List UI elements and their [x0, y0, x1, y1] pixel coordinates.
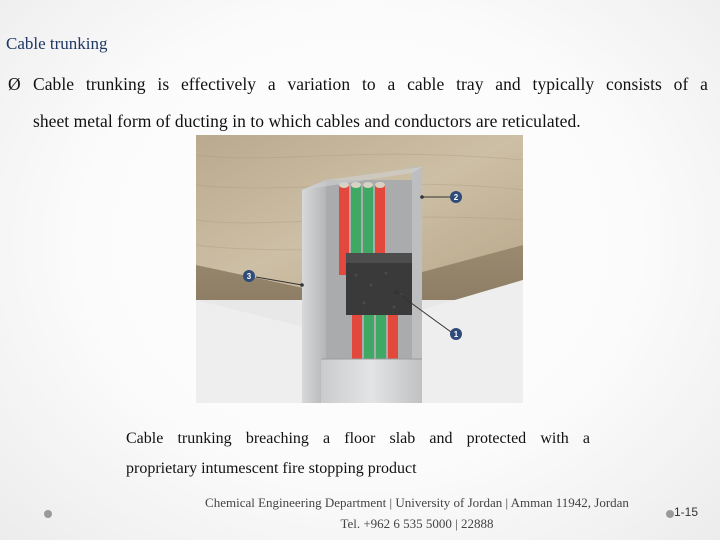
footer-dot-right-icon — [666, 510, 674, 518]
bullet-text-line-2: sheet metal form of ducting in to which … — [33, 111, 581, 131]
page-number: 1-15 — [674, 505, 699, 519]
slide-title: Cable trunking — [6, 34, 108, 53]
cable-trunking-figure: 2 3 1 — [196, 135, 523, 403]
trunking-left-side — [302, 180, 326, 403]
callout-label-3: 3 — [247, 272, 252, 281]
trunking-right-face — [412, 167, 422, 403]
footer: Chemical Engineering Department | Univer… — [170, 492, 664, 534]
callout-label-2: 2 — [454, 193, 459, 202]
footer-line-2: Tel. +962 6 535 5000 | 22888 — [340, 516, 494, 531]
cable-red-upper-2 — [375, 185, 385, 275]
bullet-text-line-1: Cable trunking is effectively a variatio… — [33, 74, 708, 94]
cable-green-lower-2 — [376, 315, 386, 359]
footer-dot-left-icon — [44, 510, 52, 518]
callout-label-1: 1 — [454, 330, 459, 339]
callout-line-3 — [255, 276, 303, 286]
cable-red-upper-1 — [339, 185, 349, 275]
caption-line-1: Cable trunking breaching a floor slab an… — [126, 430, 590, 447]
cable-red-lower-2 — [388, 315, 398, 359]
fire-stopping-block — [346, 257, 412, 315]
trunking-lower-cover — [321, 359, 422, 403]
cable-red-lower-1 — [352, 315, 362, 359]
caption-line-2: proprietary intumescent fire stopping pr… — [126, 460, 417, 477]
callout-marker-2: 2 — [450, 191, 462, 203]
callout-marker-3: 3 — [243, 270, 255, 282]
callout-marker-1: 1 — [450, 328, 462, 340]
cable-green-upper-2 — [363, 185, 373, 275]
figure-caption: Cable trunking breaching a floor slab an… — [126, 424, 590, 484]
cable-green-upper-1 — [351, 185, 361, 275]
bullet-arrow-icon: Ø — [8, 74, 21, 94]
callout-line-1 — [395, 291, 452, 333]
footer-line-1: Chemical Engineering Department | Univer… — [205, 495, 629, 510]
cable-green-lower-1 — [364, 315, 374, 359]
